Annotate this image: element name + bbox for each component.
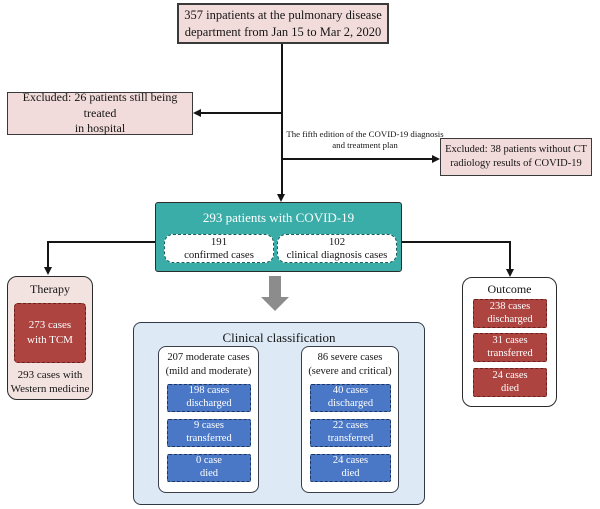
connector-to-excluded-left [200, 112, 282, 114]
clinical-diagnosis-cases-box: 102 clinical diagnosis cases [277, 234, 397, 263]
therapy-title: Therapy [30, 282, 70, 296]
connector-covid-to-therapy-h [47, 241, 155, 243]
outcome-transferred-box: 31 cases transferred [473, 333, 547, 362]
outcome-title: Outcome [487, 282, 532, 296]
western-medicine-cases-text: 293 cases with Western medicine [10, 369, 90, 395]
covid-patients-box: 293 patients with COVID-19 191 confirmed… [155, 202, 402, 272]
block-arrow-down-head-icon [261, 297, 289, 311]
outcome-discharged-box: 238 cases discharged [473, 299, 547, 328]
arrow-right-icon [432, 155, 440, 163]
excluded-no-ct-box: Excluded: 38 patients without CT radiolo… [440, 138, 592, 176]
connector-to-excluded-right [282, 158, 433, 160]
tcm-cases-box: 273 cases with TCM [14, 303, 86, 363]
covid-patients-title: 293 patients with COVID-19 [202, 210, 355, 225]
clinical-classification-title: Clinical classification [222, 330, 336, 345]
therapy-panel: Therapy 273 cases with TCM 293 cases wit… [7, 276, 93, 400]
outcome-panel: Outcome 238 cases discharged 31 cases tr… [462, 277, 557, 407]
severe-cases-header: 86 severe cases (severe and critical) [308, 352, 392, 377]
moderate-died-box: 0 case died [167, 454, 251, 482]
arrow-down-icon [277, 194, 285, 202]
arrow-down-icon [505, 269, 514, 277]
clinical-classification-panel: Clinical classification 207 moderate cas… [133, 322, 425, 505]
moderate-cases-column: 207 moderate cases (mild and moderate) 1… [158, 346, 259, 493]
source-population-box: 357 inpatients at the pulmonary disease … [177, 3, 389, 44]
connector-covid-to-therapy-v [47, 241, 49, 269]
moderate-transferred-box: 9 cases transferred [167, 419, 251, 447]
arrow-down-icon [43, 267, 52, 275]
outcome-died-box: 24 cases died [473, 368, 547, 397]
moderate-discharged-box: 198 cases discharged [167, 384, 251, 412]
connector-covid-to-outcome-v [509, 241, 511, 271]
confirmed-cases-box: 191 confirmed cases [164, 234, 274, 263]
moderate-cases-header: 207 moderate cases (mild and moderate) [165, 352, 252, 377]
severe-cases-column: 86 severe cases (severe and critical) 40… [301, 346, 399, 493]
severe-died-box: 24 cases died [310, 454, 391, 482]
diagnosis-plan-note: The fifth edition of the COVID-19 diagno… [286, 129, 444, 150]
connector-source-to-covid [281, 44, 283, 196]
block-arrow-down-icon [269, 276, 281, 297]
arrow-left-icon [193, 109, 201, 117]
connector-covid-to-outcome-h [402, 241, 511, 243]
excluded-in-hospital-box: Excluded: 26 patients still being treate… [7, 90, 193, 135]
severe-transferred-box: 22 cases transferred [310, 419, 391, 447]
severe-discharged-box: 40 cases discharged [310, 384, 391, 412]
